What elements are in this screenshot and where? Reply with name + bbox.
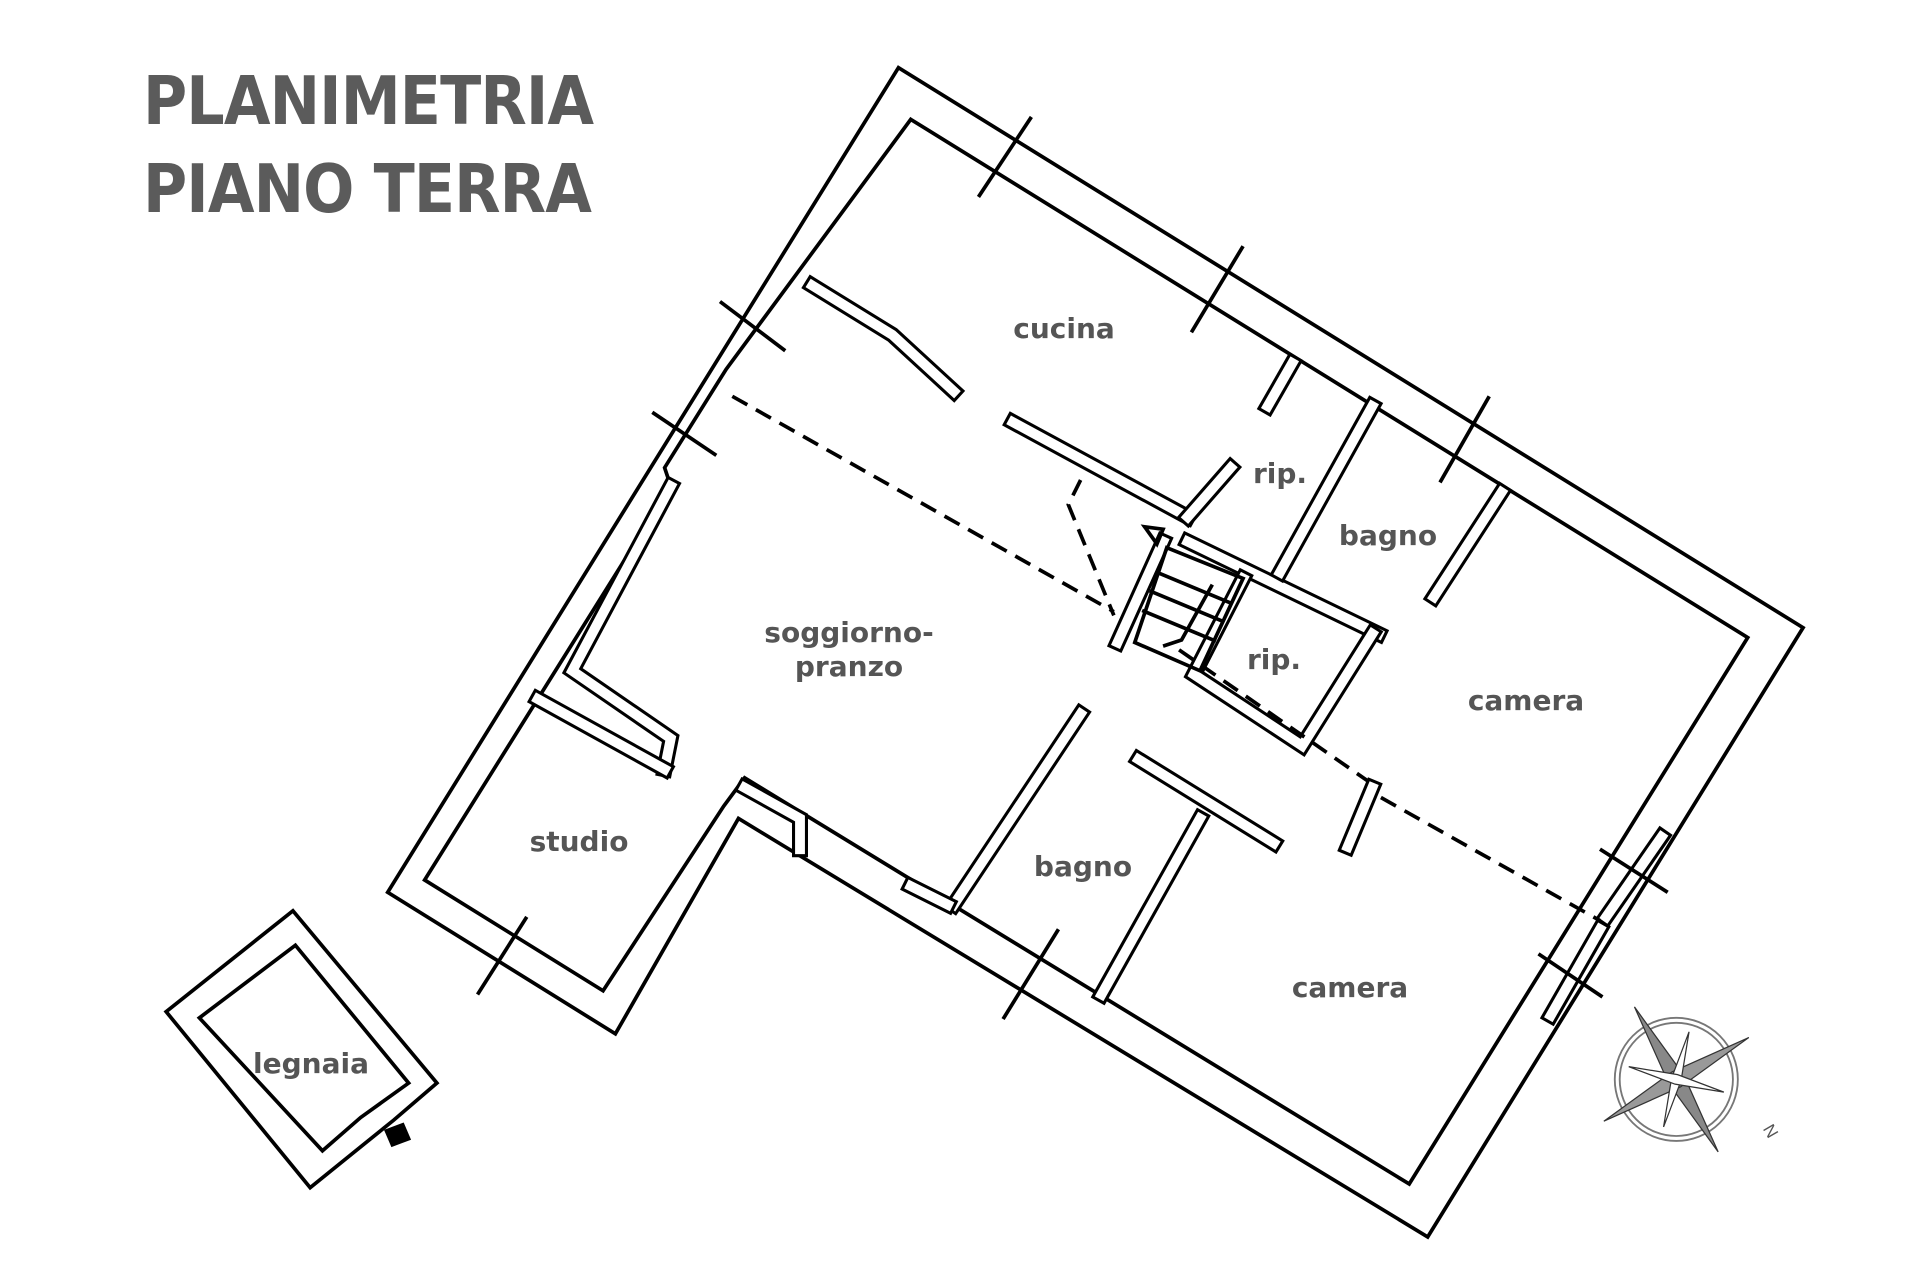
compass-rose-icon: N — [1603, 1006, 1783, 1153]
plan-title-line2: PIANO TERRA — [143, 150, 592, 228]
room-label-cucina: cucina — [1013, 312, 1115, 345]
plan-title-line1: PLANIMETRIA — [143, 62, 594, 140]
room-label-camera-1: camera — [1467, 684, 1585, 717]
legnaia-outer-wall — [163, 908, 440, 1191]
room-label-bagno-2: bagno — [1033, 850, 1133, 883]
room-label-rip-1: rip. — [1252, 457, 1308, 490]
room-label-soggiorno-line1: soggiorno- — [764, 616, 934, 649]
room-label-soggiorno: soggiorno- pranzo — [764, 616, 933, 684]
legnaia-inner-wall — [196, 942, 412, 1154]
room-label-rip-2: rip. — [1246, 643, 1302, 676]
room-label-camera-2: camera — [1291, 971, 1409, 1004]
inner-wall-outline — [422, 116, 1751, 1187]
outer-wall — [385, 65, 1806, 1240]
room-label-studio: studio — [529, 825, 629, 858]
legnaia-entrance-icon — [384, 1122, 412, 1148]
dashed-lines — [731, 394, 1601, 923]
room-label-legnaia: legnaia — [253, 1047, 369, 1080]
room-label-soggiorno-line2: pranzo — [794, 650, 904, 683]
compass-north-label: N — [1759, 1121, 1783, 1142]
room-label-bagno-1: bagno — [1338, 519, 1438, 552]
window-marks — [475, 115, 1669, 1021]
staircase — [1132, 524, 1246, 674]
interior-walls — [526, 274, 1673, 1027]
